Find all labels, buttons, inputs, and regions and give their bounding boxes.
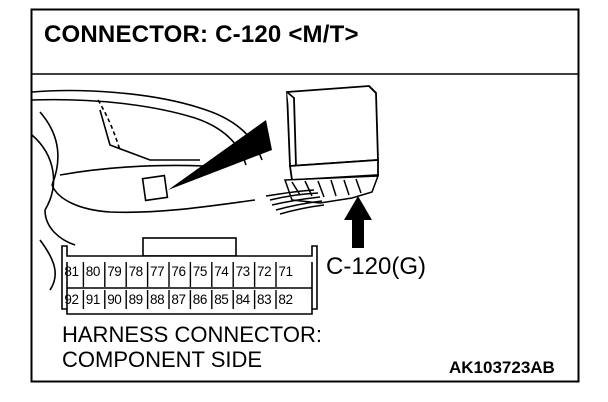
pin-label: 82 <box>278 292 293 307</box>
pin-label: 81 <box>64 264 79 279</box>
zoom-wedge <box>168 120 272 190</box>
connector-callout-label: C-120(G) <box>326 253 427 280</box>
pin-label: 88 <box>149 292 165 307</box>
pin-label: 84 <box>235 292 251 307</box>
pin-label: 92 <box>64 292 79 307</box>
harness-connector-illustration <box>265 175 380 215</box>
outer-border <box>30 8 580 383</box>
pin-label: 90 <box>107 292 122 307</box>
arrow-up-icon <box>344 196 372 248</box>
pin-label: 77 <box>149 264 165 279</box>
pin-label: 83 <box>256 292 272 307</box>
reference-code: AK103723AB <box>449 358 555 377</box>
ecu-unit <box>286 85 379 181</box>
pin-label: 89 <box>128 292 144 307</box>
pin-label: 86 <box>192 292 208 307</box>
pin-label: 72 <box>256 264 272 279</box>
pin-label: 75 <box>192 264 208 279</box>
pin-label: 76 <box>171 264 186 279</box>
pin-label: 71 <box>278 264 293 279</box>
pin-label: 74 <box>214 264 229 279</box>
pin-label: 80 <box>85 264 101 279</box>
pin-label: 79 <box>107 264 122 279</box>
description-line-1: HARNESS CONNECTOR: <box>62 322 322 347</box>
connector-location-marker <box>141 174 169 202</box>
pin-label: 85 <box>214 292 229 307</box>
description-line-2: COMPONENT SIDE <box>62 347 263 372</box>
connector-lock-tab <box>142 237 237 257</box>
pin-dividers <box>82 262 277 309</box>
pin-label: 87 <box>171 292 186 307</box>
page-title: CONNECTOR: C-120 <M/T> <box>44 21 359 48</box>
pin-label: 91 <box>85 292 101 307</box>
pin-label: 73 <box>235 264 251 279</box>
pin-label: 78 <box>128 264 144 279</box>
